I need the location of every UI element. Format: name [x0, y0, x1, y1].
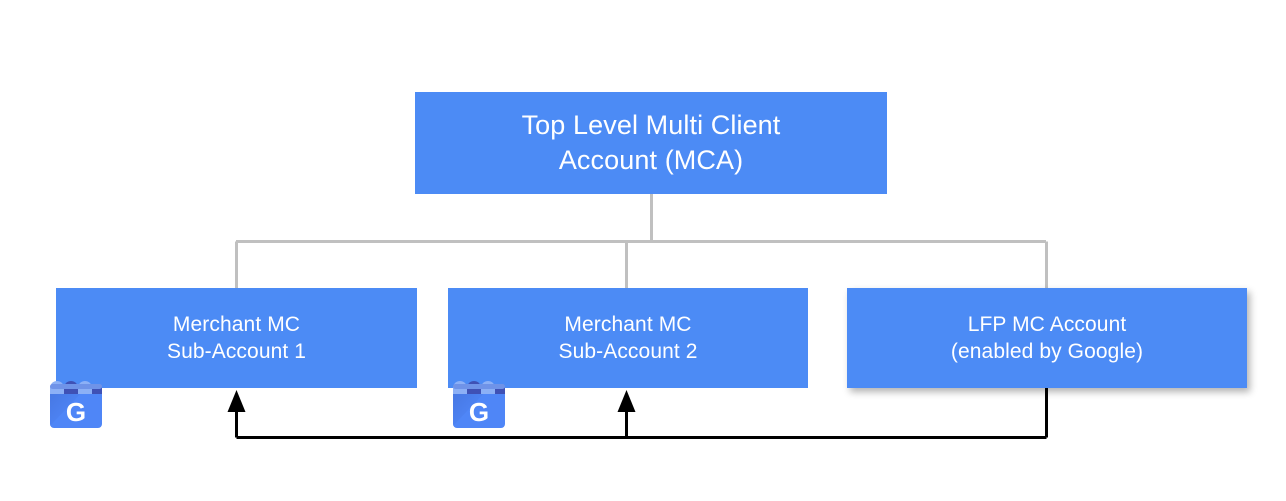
feed-arrowhead-sub1: [227, 390, 246, 412]
google-g-letter: G: [66, 397, 86, 427]
node-top-level-mca-label: Top Level Multi Client Account (MCA): [521, 109, 781, 175]
svg-text:G: G: [469, 397, 489, 427]
node-lfp-mc-account-label: LFP MC Account (enabled by Google): [950, 312, 1144, 363]
svg-text:G: G: [66, 397, 86, 427]
node-merchant-mc-sub-account-1-label: Merchant MC Sub-Account 1: [166, 312, 307, 363]
node-merchant-mc-sub-account-2-label: Merchant MC Sub-Account 2: [558, 312, 698, 363]
node-lfp-mc-account[interactable]: LFP MC Account (enabled by Google): [847, 288, 1247, 388]
google-my-business-storefront-icon: G: [50, 381, 102, 428]
feed-connectors: [235, 388, 1048, 439]
google-g-letter: G: [469, 397, 489, 427]
google-my-business-storefront-icon: G: [453, 381, 505, 428]
node-merchant-mc-sub-account-2[interactable]: Merchant MC Sub-Account 2: [448, 288, 808, 388]
tree-connectors: [235, 194, 1048, 289]
feed-arrowhead-sub2: [617, 390, 636, 412]
node-merchant-mc-sub-account-1[interactable]: Merchant MC Sub-Account 1: [56, 288, 417, 388]
node-top-level-mca[interactable]: Top Level Multi Client Account (MCA): [415, 92, 887, 194]
